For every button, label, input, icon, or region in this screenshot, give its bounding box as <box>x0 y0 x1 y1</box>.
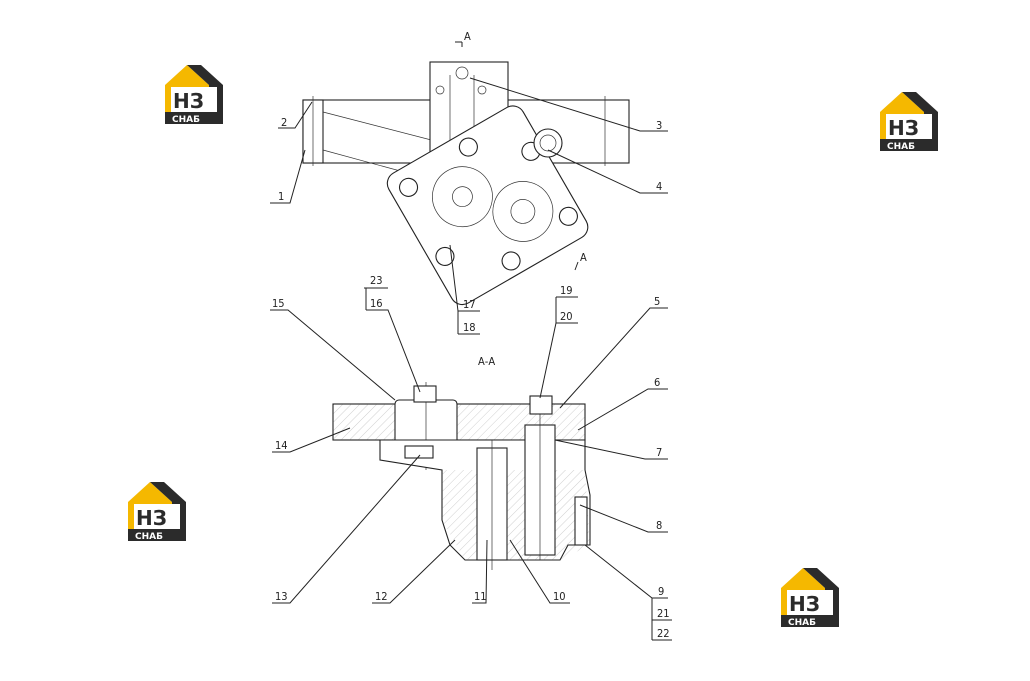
callout-14: 14 <box>275 439 288 452</box>
callout-8: 8 <box>656 519 662 532</box>
callout-11: 11 <box>474 590 487 603</box>
watermark-logo-top-left: НЗ СНАБ <box>165 65 223 125</box>
svg-text:СНАБ: СНАБ <box>135 532 163 542</box>
cap-plug <box>533 128 563 158</box>
callout-19: 19 <box>560 284 573 297</box>
callout-20: 20 <box>560 310 573 323</box>
top-view: А <box>302 30 630 306</box>
svg-text:НЗ: НЗ <box>136 506 167 530</box>
callout-18: 18 <box>463 321 476 334</box>
watermark-logo-top-right: НЗ СНАБ <box>880 92 938 152</box>
callout-3: 3 <box>656 119 662 132</box>
svg-text:СНАБ: СНАБ <box>788 618 816 628</box>
section-marker-right: А <box>574 251 587 271</box>
callout-labels: 1 2 3 4 17 18 15 23 16 19 20 5 6 7 8 9 2… <box>272 116 670 640</box>
callout-2: 2 <box>281 116 287 129</box>
callout-22: 22 <box>657 627 670 640</box>
callout-4: 4 <box>656 180 662 193</box>
callout-5: 5 <box>654 295 660 308</box>
callout-12: 12 <box>375 590 388 603</box>
callout-15: 15 <box>272 297 285 310</box>
watermark-logo-bottom-right: НЗ СНАБ <box>781 568 839 628</box>
callout-1: 1 <box>278 190 284 203</box>
watermark-logo-bottom-left: НЗ СНАБ <box>128 482 186 542</box>
callout-7: 7 <box>656 446 662 459</box>
svg-text:НЗ: НЗ <box>888 116 919 140</box>
callout-21: 21 <box>657 607 670 620</box>
svg-text:НЗ: НЗ <box>173 89 204 113</box>
callout-23: 23 <box>370 274 383 287</box>
svg-text:СНАБ: СНАБ <box>172 115 200 125</box>
svg-text:НЗ: НЗ <box>789 592 820 616</box>
svg-text:СНАБ: СНАБ <box>887 142 915 152</box>
callout-16: 16 <box>370 297 383 310</box>
section-view: А-А <box>332 355 591 570</box>
callout-10: 10 <box>553 590 566 603</box>
callout-9: 9 <box>658 585 664 598</box>
callout-6: 6 <box>654 376 660 389</box>
callout-17: 17 <box>463 298 476 311</box>
svg-text:А: А <box>580 251 587 264</box>
section-title: А-А <box>478 355 495 368</box>
svg-text:А: А <box>464 30 471 43</box>
leader-lines <box>270 77 672 641</box>
callout-13: 13 <box>275 590 288 603</box>
section-marker-top: А <box>455 30 471 47</box>
